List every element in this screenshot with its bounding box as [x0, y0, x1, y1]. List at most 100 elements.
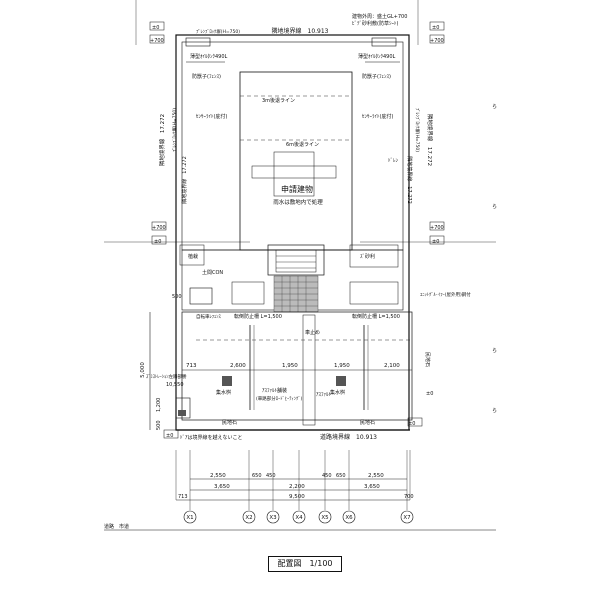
level-0-mark-2: ±0 — [432, 25, 439, 31]
level-700-mid-left: +700 — [152, 225, 166, 231]
grid-lines — [175, 450, 411, 510]
dim-500-bottom: 500 — [156, 420, 162, 430]
oil-tank-right-label: 薄型ｵｲﾙﾀﾝｸ490L — [358, 53, 396, 60]
fall-guard-right: 転倒防止柵 L=1,500 — [352, 313, 400, 320]
fence-top-left-label: ﾌﾟﾚﾝﾌﾞﾛｯｸ塀(H=750) — [196, 28, 240, 35]
right-edge-mark-2: ら — [492, 204, 497, 210]
grid-label-x3: X3 — [269, 515, 277, 521]
bottom-dim-r1-2: 650 — [252, 473, 262, 479]
bottom-dim-r2-2: 2,200 — [289, 484, 305, 490]
bottom-dim-r3-1: 713 — [178, 494, 188, 500]
building-name: 申請建物 — [281, 184, 313, 194]
grid-label-x6: X6 — [345, 515, 353, 521]
fall-guard-left: 転倒防止柵 L=1,500 — [234, 313, 282, 320]
handrail-left-label: 防獣子(ﾌｪﾝｽ) — [192, 73, 221, 80]
grid-label-x5: X5 — [321, 515, 329, 521]
meter-box-right — [349, 281, 399, 305]
oil-tank-left-label: 薄型ｵｲﾙﾀﾝｸ490L — [190, 53, 228, 60]
right-planter — [349, 244, 399, 268]
right-edge-mark-3: ら — [492, 348, 497, 354]
dim-5000: 5,000 — [140, 362, 146, 378]
door-note: ﾄﾞｱは境界線を越えないこと — [180, 434, 243, 441]
level-markers — [149, 21, 445, 439]
drawing-title: 配置図 1/100 — [268, 556, 342, 572]
fence-note: ｽﾞﾐｽﾄﾚｰｼｮﾝ左隣部勝 — [146, 373, 187, 380]
level-700-top-right: +700 — [430, 38, 444, 44]
building-center-cross — [273, 151, 315, 197]
gutter-label: ｱｽﾌｧﾙﾄ — [316, 392, 332, 398]
walkway-tiles — [273, 275, 319, 313]
grid-label-x1: X1 — [186, 515, 193, 521]
building-outline — [239, 71, 353, 251]
right-side-boundary-mid: 隣地境界線 17.272 — [406, 156, 413, 204]
gate-post — [178, 410, 186, 416]
building-note-2: ﾋﾞﾃﾞ砂利敷(防草ｼｰﾄ) — [352, 20, 398, 27]
setback-6m-label: 6m後退ライン — [286, 141, 319, 148]
curb-label: 民地石 — [360, 419, 375, 426]
sensor-left-label: ｾﾝｻｰﾗｲﾄ(庇付) — [196, 113, 227, 120]
level-700-mid-right: +700 — [430, 225, 444, 231]
building-note-1: 建物外周：盛土GL+700 — [352, 13, 407, 20]
bottom-dim-r1-5: 650 — [336, 473, 346, 479]
level-0-mark-6: ±0 — [408, 421, 415, 427]
sensor-right-label: ｾﾝｻｰﾗｲﾄ(庇付) — [362, 113, 393, 120]
meter-box-left — [231, 281, 265, 305]
level-0-mark-4: ±0 — [432, 239, 439, 245]
bottom-dim-r1-6: 2,550 — [368, 473, 384, 479]
left-boundary-label: 隣地境界線 17.272 — [158, 114, 166, 166]
site-boundary — [175, 34, 410, 431]
outdoor-unit-left — [189, 287, 213, 305]
bottom-boundary-label: 道路境界線 10.913 — [320, 433, 377, 441]
building-center-band — [251, 165, 337, 179]
drain-label: ﾄﾞﾚﾝ — [388, 157, 399, 164]
drain-right-label: 集水桝 — [330, 389, 345, 396]
planter-label: 植栽 — [188, 253, 198, 260]
level-0-mark-1: ±0 — [152, 25, 159, 31]
wall-right-label: 民地石 — [424, 352, 431, 367]
parking-dim-2: 2,600 — [230, 363, 246, 369]
gate-box — [175, 397, 191, 419]
parking-dim-4: 1,950 — [334, 363, 350, 369]
drain-left-label: 集水桝 — [216, 389, 231, 396]
left-planter — [179, 244, 205, 266]
level-0-mark-3: ±0 — [154, 239, 161, 245]
bottom-dim-r3-2: 9,500 — [289, 494, 305, 500]
grid-label-x4: X4 — [295, 515, 303, 521]
dim-1200: 1,200 — [156, 398, 162, 412]
rain-note: 雨水は敷地内で処理 — [273, 198, 323, 206]
entrance-steps — [275, 249, 317, 273]
top-boundary-label: 隣地境界線 10.913 — [272, 27, 329, 35]
bottom-dim-r2-3: 3,650 — [364, 484, 380, 490]
handrail-right-label: 防獣子(ﾌｪﾝｽ) — [362, 73, 391, 80]
parking-dim-1: 713 — [186, 363, 197, 369]
bottom-dim-r3-3: 700 — [404, 494, 414, 500]
bottom-dim-r2-1: 3,650 — [214, 484, 230, 490]
dim-10550: 10,550 — [166, 382, 184, 388]
wall-left-label: 民地石 — [222, 419, 237, 426]
right-boundary-label: 隣地境界線 17.272 — [426, 114, 434, 166]
drain-left-box — [222, 376, 232, 386]
unit-right-label: ﾕﾆｯﾄｸﾞﾙ･ｲﾌｰ(屋外用)鋼付 — [420, 291, 471, 298]
asphalt-note: (車路部分ﾛｰﾄﾞﾋｰﾃｨﾝｸﾞ) — [256, 395, 303, 402]
parking-dim-3: 1,950 — [282, 363, 298, 369]
left-side-boundary-mid: 隣地境界線 17.272 — [181, 156, 188, 204]
soil-label-left: 土間CON — [202, 269, 223, 276]
setback-3m-label: 3m後退ライン — [262, 97, 295, 104]
parking-area — [181, 311, 413, 421]
bottom-dim-r1-4: 450 — [322, 473, 332, 479]
soil-label-right: ｽﾞ砂利 — [360, 253, 375, 260]
bottom-dim-r1-3: 450 — [266, 473, 276, 479]
parking-dim-5: 2,100 — [384, 363, 400, 369]
grid-bubbles — [183, 510, 414, 524]
level-700-top-left: +700 — [150, 38, 164, 44]
grid-label-x7: X7 — [403, 515, 411, 521]
carstop-label: 車止め — [305, 329, 320, 336]
entrance-porch — [267, 244, 325, 276]
fence-right-vertical: ﾌﾟﾚﾝﾌﾞﾛｯｸ塀(H=750) — [414, 108, 421, 152]
dim-500-left: 500 — [172, 294, 182, 300]
drain-right-box — [336, 376, 346, 386]
grid-label-x2: X2 — [245, 515, 252, 521]
road-note: 道路 市道 — [104, 523, 129, 530]
oil-tank-left-box — [185, 37, 211, 47]
